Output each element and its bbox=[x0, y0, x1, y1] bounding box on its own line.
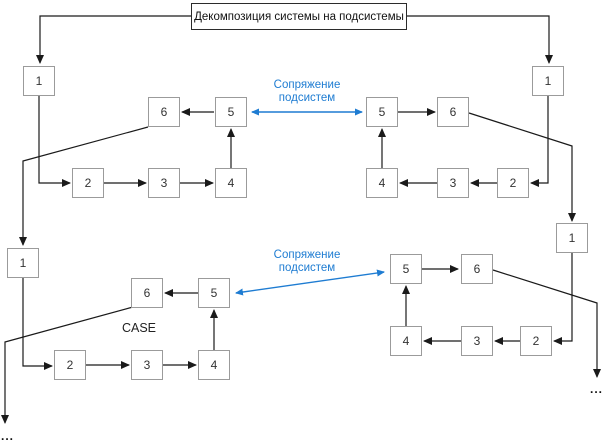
box-upper-left-2: 2 bbox=[72, 168, 104, 198]
box-lower-left-5: 5 bbox=[198, 278, 230, 308]
connector-title-to-upper-right-1 bbox=[407, 15, 553, 64]
box-upper-left-4: 4 bbox=[215, 168, 247, 198]
box-upper-right-2: 2 bbox=[497, 168, 529, 198]
connector-ll-1-to-2 bbox=[22, 278, 53, 370]
coupling-label-lower-line2: подсистем bbox=[278, 262, 336, 274]
box-upper-right-1: 1 bbox=[532, 66, 564, 96]
connector-ll-6-to-next-level bbox=[1, 306, 134, 424]
case-label: CASE bbox=[121, 321, 157, 335]
coupling-arrow-lower bbox=[235, 269, 385, 296]
connector-ur-1-to-2 bbox=[530, 96, 549, 187]
box-lower-left-6: 6 bbox=[131, 278, 163, 308]
box-lower-right-5: 5 bbox=[390, 254, 422, 284]
coupling-label-upper-line1: Сопряжение bbox=[273, 79, 341, 91]
diagram-title: Декомпозиция системы на подсистемы bbox=[194, 10, 404, 23]
box-lower-right-6: 6 bbox=[461, 254, 493, 284]
ellipsis-bottom-left: ... bbox=[1, 429, 15, 443]
connector-ur-6-to-lower-right-1 bbox=[468, 112, 576, 222]
box-lower-right-3: 3 bbox=[461, 326, 493, 356]
connector-title-to-upper-left-1 bbox=[36, 15, 191, 64]
connector-ul-1-to-2 bbox=[38, 96, 71, 187]
box-upper-right-4: 4 bbox=[366, 168, 398, 198]
box-upper-left-6: 6 bbox=[148, 97, 180, 127]
box-upper-right-3: 3 bbox=[437, 168, 469, 198]
connector-lr-1-to-2 bbox=[553, 253, 573, 345]
box-lower-left-4: 4 bbox=[198, 350, 230, 380]
box-lower-left-3: 3 bbox=[131, 350, 163, 380]
box-lower-right-1: 1 bbox=[556, 223, 588, 253]
box-upper-right-6: 6 bbox=[437, 97, 469, 127]
coupling-label-upper-line2: подсистем bbox=[278, 92, 336, 104]
diagram-title-box: Декомпозиция системы на подсистемы bbox=[191, 3, 407, 30]
coupling-label-lower-line1: Сопряжение bbox=[273, 249, 341, 261]
box-lower-right-2: 2 bbox=[520, 326, 552, 356]
coupling-label-lower: Сопряжение подсистем bbox=[259, 249, 355, 275]
box-upper-left-5: 5 bbox=[215, 97, 247, 127]
box-upper-left-3: 3 bbox=[148, 168, 180, 198]
box-lower-left-2: 2 bbox=[54, 350, 86, 380]
box-upper-right-5: 5 bbox=[366, 97, 398, 127]
coupling-label-upper: Сопряжение подсистем bbox=[259, 79, 355, 105]
connector-ul-6-to-lower-left-1 bbox=[19, 126, 149, 246]
box-lower-right-4: 4 bbox=[390, 326, 422, 356]
box-upper-left-1: 1 bbox=[23, 66, 55, 96]
connector-lr-6-to-next-level bbox=[492, 269, 601, 378]
box-lower-left-1: 1 bbox=[7, 248, 39, 278]
ellipsis-bottom-right: ... bbox=[590, 382, 604, 396]
